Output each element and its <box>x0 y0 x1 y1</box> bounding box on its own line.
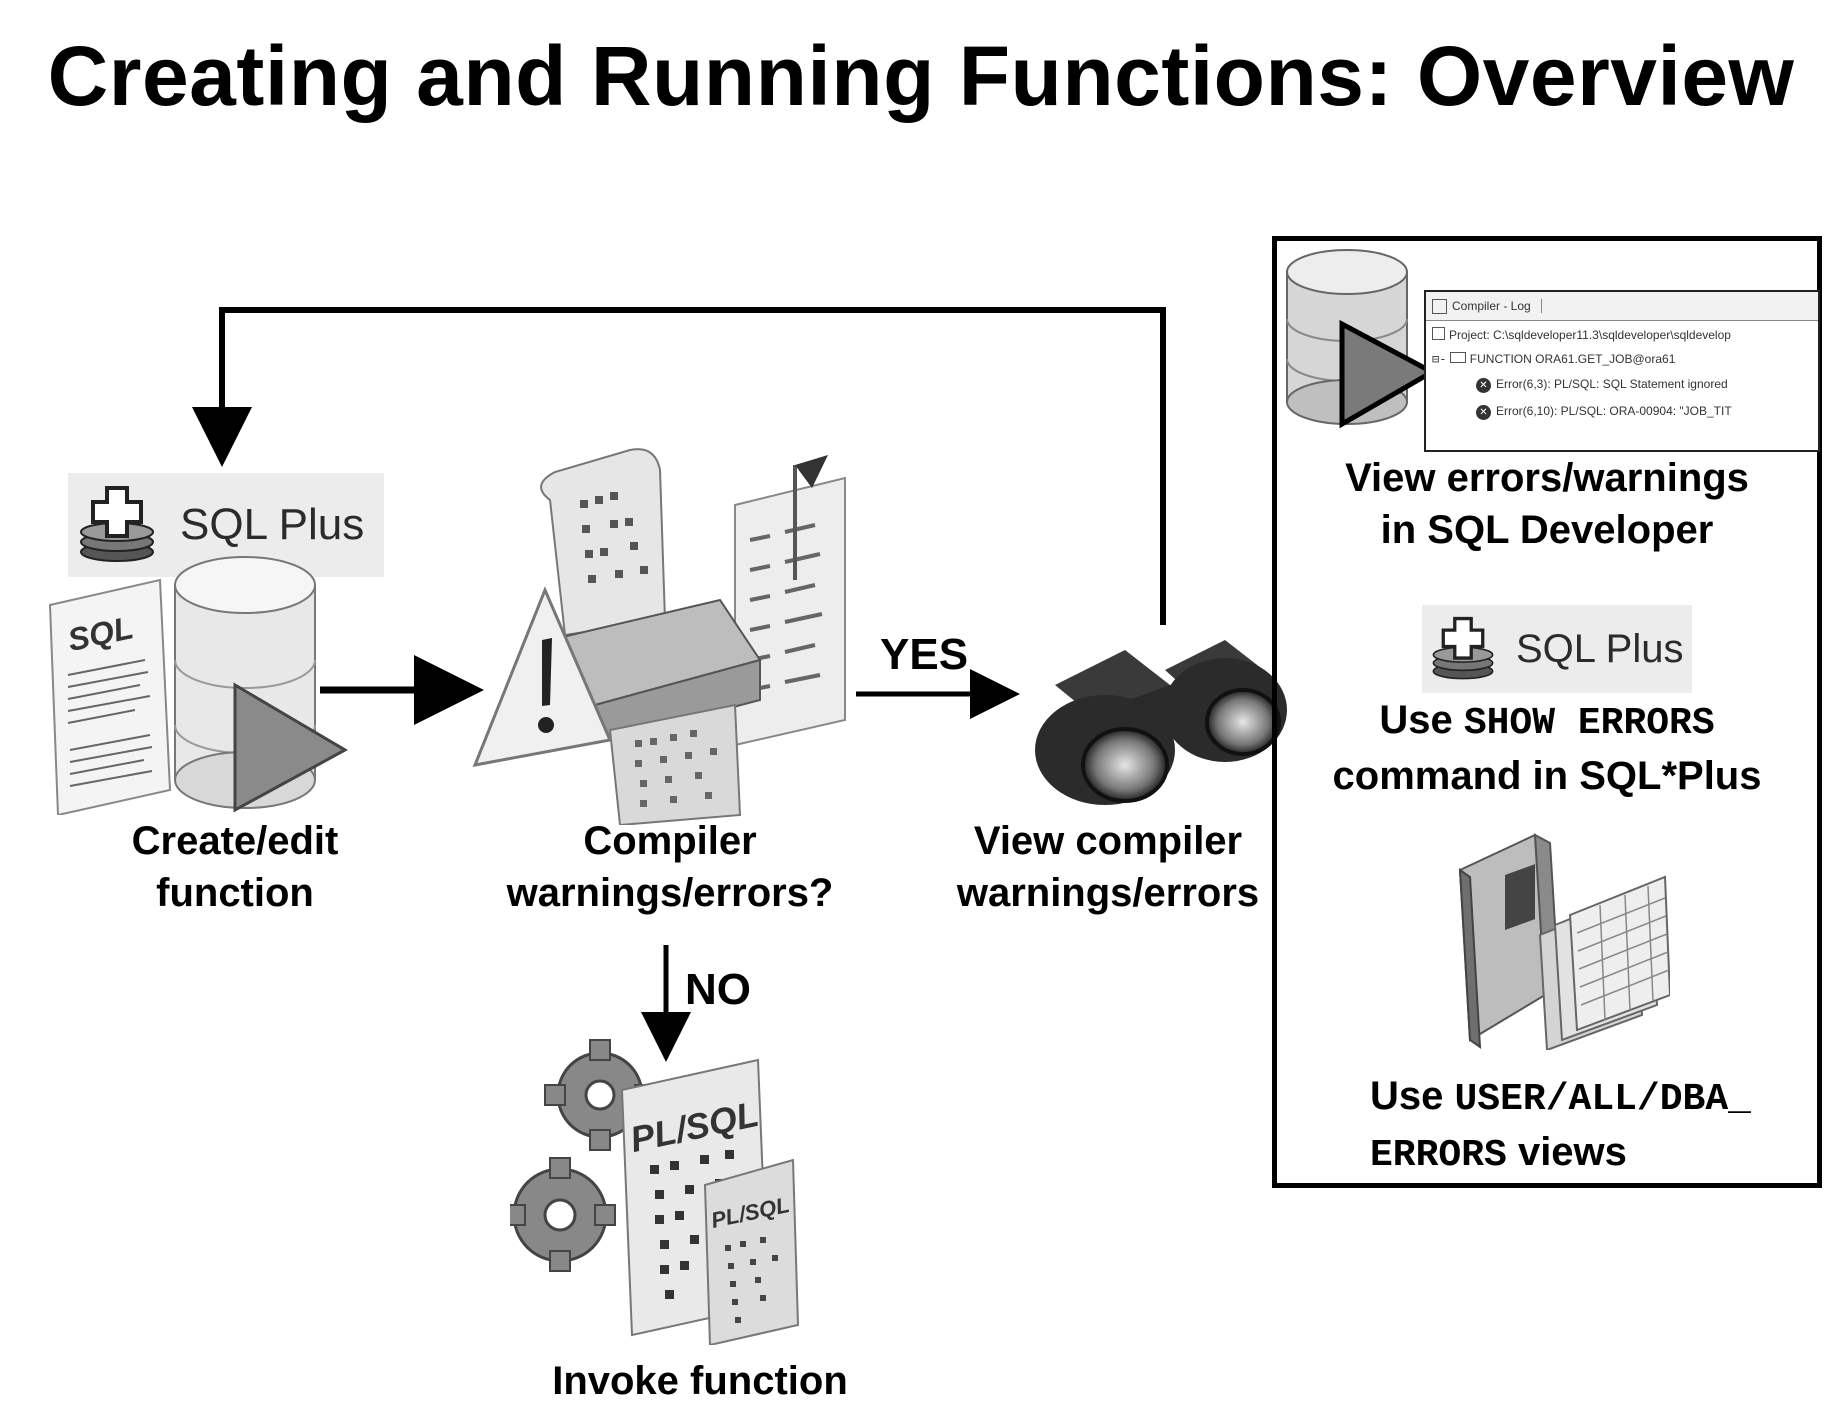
error-icon: ✕ <box>1476 378 1491 393</box>
log-line-error-1: ✕Error(6,3): PL/SQL: SQL Statement ignor… <box>1476 377 1728 393</box>
yes-label: YES <box>880 630 969 679</box>
sqlplus-icon <box>80 486 154 562</box>
view-compiler-label: View compiler warnings/errors <box>956 819 1260 915</box>
sql-database-icon: SQL <box>48 556 349 815</box>
log-line-function: ⊟- FUNCTION ORA61.GET_JOB@ora61 <box>1432 352 1676 366</box>
data-dictionary-book-icon <box>1458 833 1670 1050</box>
plsql-gears-icon: PL/SQL PL/SQL <box>510 1039 800 1345</box>
sqlplus-label: SQL Plus <box>180 500 365 549</box>
compiler-log-titlebar: Compiler - Log <box>1426 292 1818 321</box>
compiler-warning-icon <box>472 448 846 825</box>
compiler-log-window: Compiler - Log Project: C:\sqldeveloper1… <box>1424 290 1820 452</box>
panel-sqlplus-badge: SQL Plus <box>1422 605 1692 693</box>
panel-sqlplus-label: SQL Plus <box>1516 626 1684 671</box>
log-line-error-2: ✕Error(6,10): PL/SQL: ORA-00904: "JOB_TI… <box>1476 404 1732 420</box>
project-icon <box>1432 327 1445 340</box>
error-icon: ✕ <box>1476 405 1491 420</box>
folder-icon <box>1449 352 1466 363</box>
loop-back-arrow <box>192 307 1166 625</box>
binoculars-icon <box>1035 640 1287 805</box>
create-edit-label: Create/edit function <box>131 819 339 915</box>
compiler-log-title: Compiler - Log <box>1452 299 1542 313</box>
log-line-project: Project: C:\sqldeveloper11.3\sqldevelope… <box>1432 327 1731 342</box>
sqldeveloper-database-icon <box>1286 249 1438 429</box>
no-label: NO <box>685 965 751 1014</box>
compiler-question-label: Compiler warnings/errors? <box>506 819 834 915</box>
tree-collapse-icon: ⊟- <box>1432 352 1447 366</box>
sqlplus-icon <box>1432 616 1494 680</box>
log-window-icon <box>1432 298 1447 314</box>
page-title: Creating and Running Functions: Overview <box>47 29 1795 123</box>
invoke-function-label: Invoke function <box>552 1359 848 1403</box>
sqldeveloper-option-label: View errors/warnings in SQL Developer <box>1345 456 1749 552</box>
error-viewing-options-panel <box>1272 236 1822 1188</box>
show-errors-option-label: Use SHOW ERRORS command in SQL*Plus <box>1332 698 1762 798</box>
views-option-label: Use USER/ALL/DBA_ ERRORS views <box>1370 1074 1751 1177</box>
